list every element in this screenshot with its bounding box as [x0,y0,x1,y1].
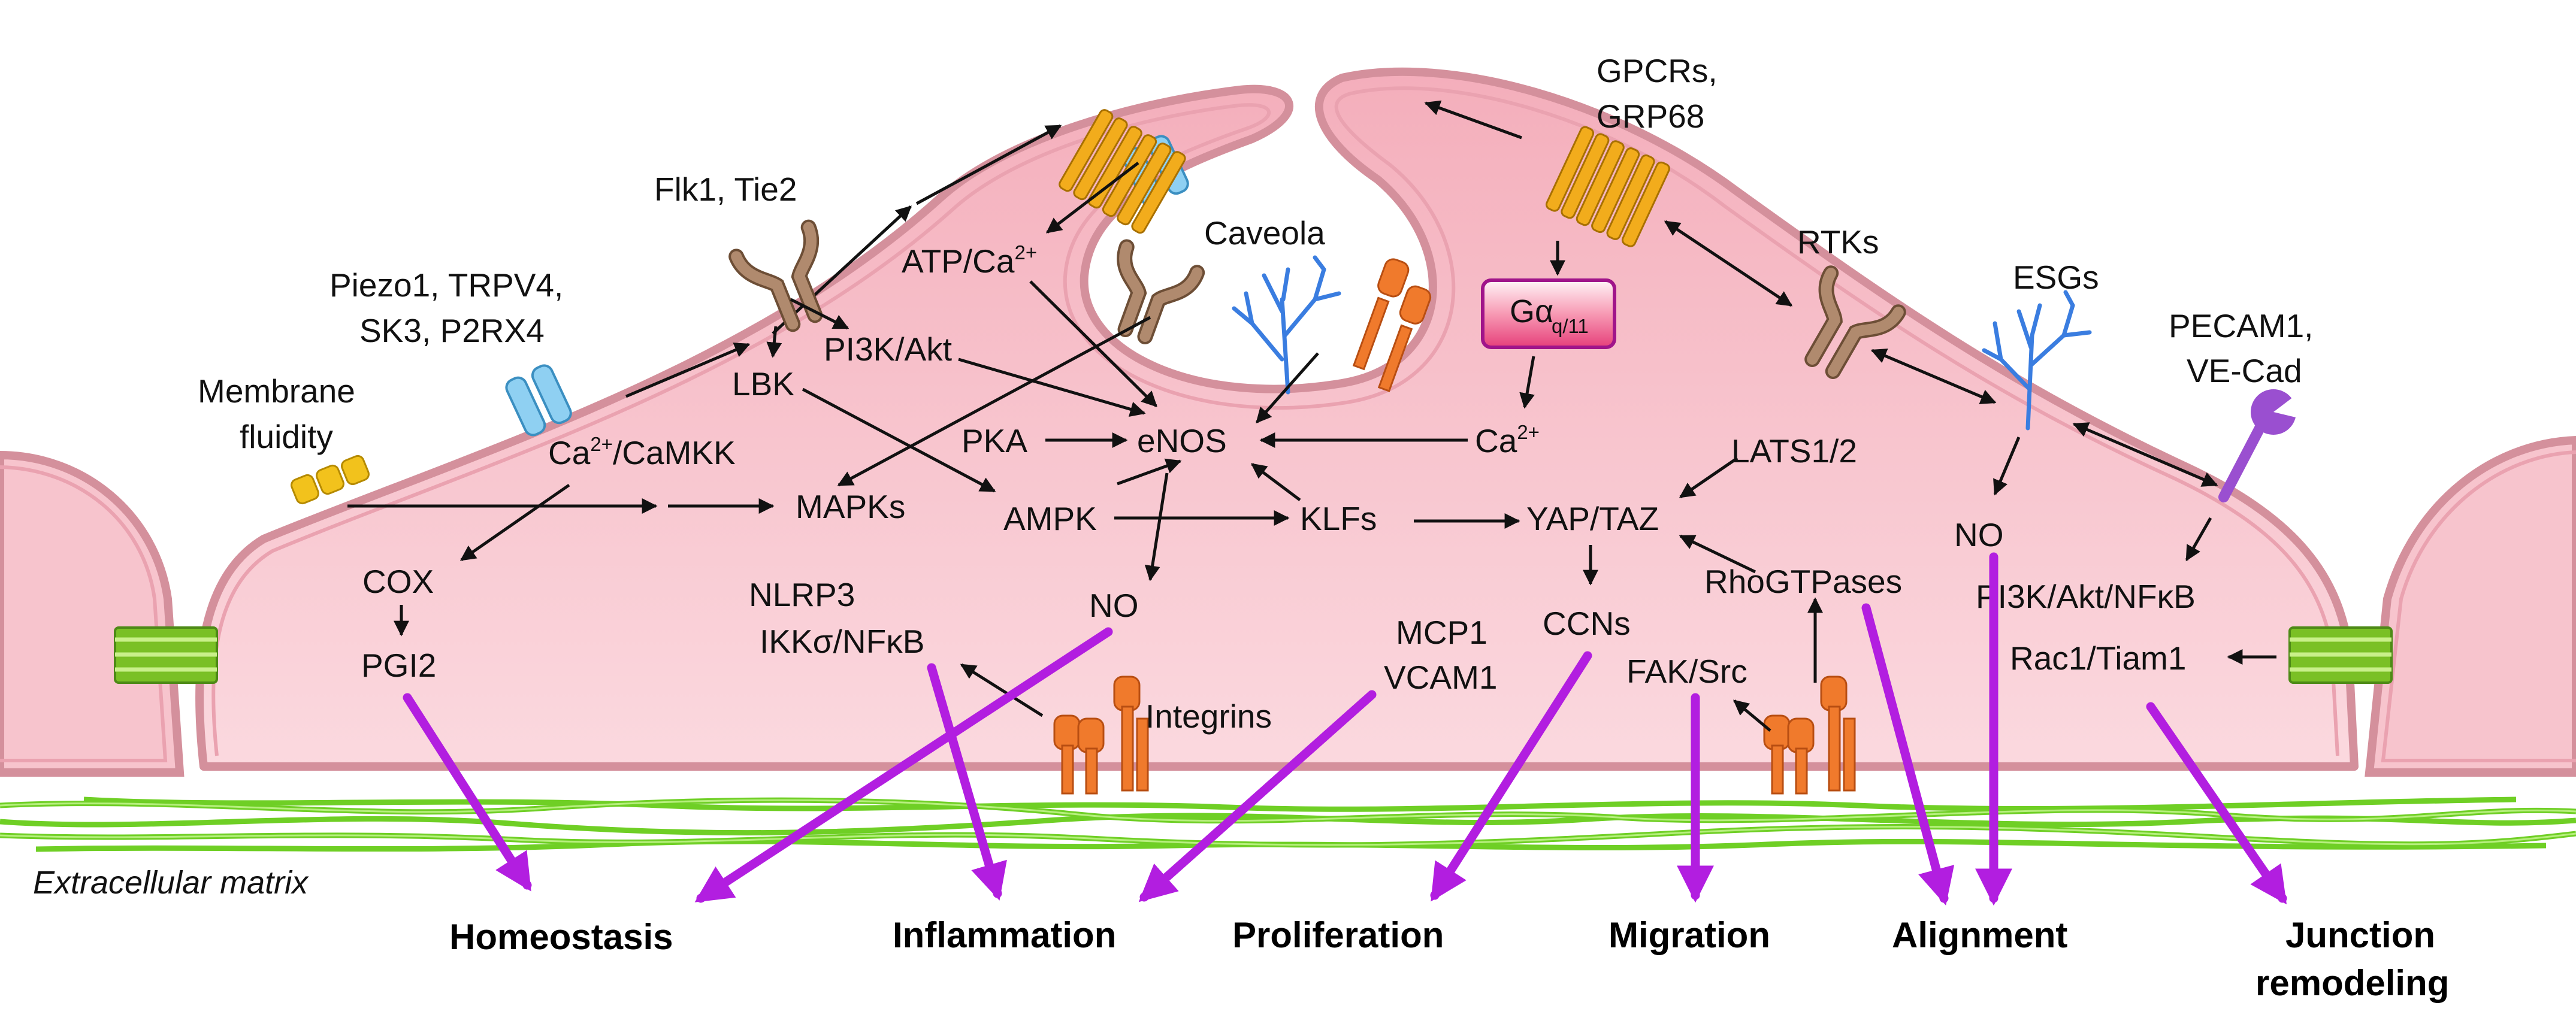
label-mcp1: MCP1 [1396,614,1487,651]
galpha-sub-label: q/11 [1552,315,1589,337]
label-piezo-1: Piezo1, TRPV4, [329,266,563,304]
label-cox: COX [362,563,434,600]
label-caveola: Caveola [1204,214,1325,252]
outcome-homeostasis: Homeostasis [449,917,673,957]
label-membrane-fluidity-1: Membrane [198,372,355,410]
ion-channel-icon [505,364,572,437]
cell-right-edge [2365,435,2576,777]
label-ca-camkk: Ca2+/CaMKK [548,433,736,471]
extracellular-matrix-fibers [0,796,2576,852]
gpcr-right-icon [1545,126,1670,247]
pecam1-icon [2218,389,2303,502]
galpha-label: Gα [1510,293,1553,329]
label-ampk: AMPK [1003,500,1097,537]
flk1-receptor-icon [728,219,823,332]
label-pgi2: PGI2 [361,647,436,684]
outcome-migration: Migration [1609,915,1770,955]
label-membrane-fluidity-2: fluidity [240,418,333,455]
label-gpcrs: GPCRs, [1597,52,1718,89]
label-enos: eNOS [1137,422,1227,459]
label-lbk: LBK [732,365,794,402]
junction-right [2288,626,2393,684]
outcome-junction-remodeling-1: Junction [2285,915,2435,955]
label-pi3k-akt-nfkb: PI3K/Akt/NFκB [1976,578,2196,615]
caveola-glycocalyx-icon [1232,255,1341,395]
rtk-receptor-icon [1804,265,1906,379]
junction-left [114,626,218,684]
esg-glycocalyx-icon [1982,290,2092,431]
label-rtks: RTKs [1797,223,1879,260]
caveola-integrin-icon [1352,258,1432,392]
outcome-arrows [403,552,2287,906]
label-atp-ca: ATP/Ca2+ [902,241,1037,280]
label-rhogtpases: RhoGTPases [1704,563,1902,600]
label-piezo-2: SK3, P2RX4 [359,312,545,349]
label-no-right: NO [1954,516,2004,553]
label-nlrp3: NLRP3 [749,576,855,613]
caveola-receptor-icon [1117,239,1205,345]
outcome-proliferation: Proliferation [1232,915,1444,955]
label-ccns: CCNs [1543,605,1631,642]
label-lats: LATS1/2 [1731,432,1857,469]
cell-left-edge [0,450,185,777]
outcome-junction-remodeling-2: remodeling [2255,963,2449,1003]
label-ikk-nfkb: IKKσ/NFκB [760,623,924,660]
label-no-center: NO [1089,587,1139,624]
label-flk1-tie2: Flk1, Tie2 [654,171,797,208]
label-mapks: MAPKs [796,488,905,525]
label-extracellular-matrix: Extracellular matrix [33,865,309,901]
label-integrins: Integrins [1145,698,1272,735]
galpha-q11-box: Gα q/11 [1481,278,1616,349]
lipid-raft-icon [291,455,370,505]
extracellular-matrix-fibers-light [0,799,2576,846]
label-fak-src: FAK/Src [1626,653,1747,690]
label-ve-cad: VE-Cad [2187,352,2302,389]
integrin-right-icon [1763,675,1856,795]
label-pka: PKA [962,422,1027,459]
outcome-alignment: Alignment [1892,915,2067,955]
label-grp68: GRP68 [1597,98,1704,135]
label-pecam1: PECAM1, [2169,307,2313,344]
label-yap-taz: YAP/TAZ [1526,500,1659,537]
label-ca-right: Ca2+ [1475,421,1540,459]
label-pi3k-akt: PI3K/Akt [824,331,952,368]
label-vcam1: VCAM1 [1384,659,1498,696]
label-rac1-tiam1: Rac1/Tiam1 [2010,640,2186,677]
label-esgs: ESGs [2013,259,2099,296]
integrin-left-icon [1053,675,1149,795]
gpcr-left-icon [1059,109,1186,234]
outcome-inflammation: Inflammation [893,915,1116,955]
signaling-arrows [347,162,2276,732]
label-klfs: KLFs [1300,500,1377,537]
